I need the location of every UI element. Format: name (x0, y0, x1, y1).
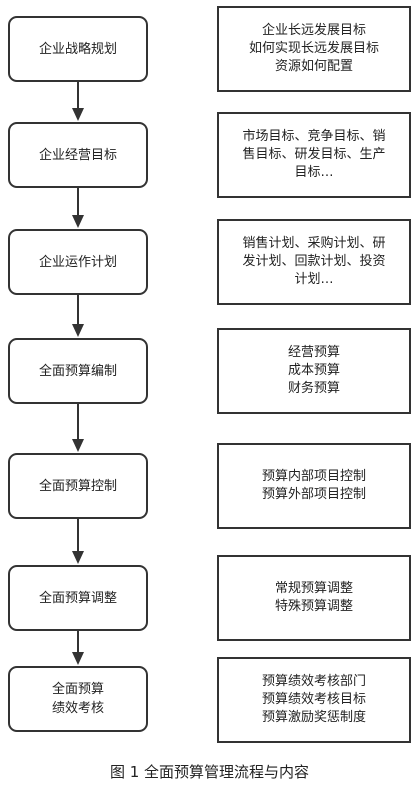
detail-text: 市场目标、竞争目标、销 售目标、研发目标、生产 目标… (242, 129, 386, 180)
detail-text: 企业长远发展目标 如何实现长远发展目标 资源如何配置 (248, 23, 379, 74)
detail-text: 常规预算调整 特殊预算调整 (274, 581, 353, 614)
detail-box-operation-plan: 销售计划、采购计划、研 发计划、回款计划、投资 计划… (217, 219, 411, 305)
flow-step-label: 企业经营目标 (38, 147, 117, 163)
figure-caption: 图 1 全面预算管理流程与内容 (109, 763, 310, 781)
arrow-4 (72, 404, 84, 452)
detail-text: 经营预算 成本预算 财务预算 (287, 345, 340, 396)
detail-box-business-goals: 市场目标、竞争目标、销 售目标、研发目标、生产 目标… (217, 112, 411, 198)
detail-box-budget-preparation: 经营预算 成本预算 财务预算 (217, 328, 411, 414)
flow-step-label: 企业运作计划 (38, 254, 117, 270)
flow-step-budget-preparation: 全面预算编制 (8, 338, 148, 404)
arrow-3 (72, 295, 84, 337)
flow-step-strategy-planning: 企业战略规划 (8, 16, 148, 82)
arrow-1 (72, 82, 84, 121)
flow-step-label: 全面预算控制 (38, 478, 117, 494)
detail-box-budget-performance: 预算绩效考核部门 预算绩效考核目标 预算激励奖惩制度 (217, 657, 411, 743)
flow-step-label: 全面预算 绩效考核 (51, 682, 104, 716)
arrow-6 (72, 631, 84, 665)
flow-step-budget-adjustment: 全面预算调整 (8, 565, 148, 631)
detail-box-budget-control: 预算内部项目控制 预算外部项目控制 (217, 443, 411, 529)
flow-step-business-goals: 企业经营目标 (8, 122, 148, 188)
flow-step-label: 全面预算调整 (38, 590, 117, 606)
detail-text: 预算内部项目控制 预算外部项目控制 (261, 469, 366, 502)
arrow-2 (72, 188, 84, 228)
detail-box-budget-adjustment: 常规预算调整 特殊预算调整 (217, 555, 411, 641)
flow-step-budget-performance: 全面预算 绩效考核 (8, 666, 148, 732)
detail-text: 销售计划、采购计划、研 发计划、回款计划、投资 计划… (242, 236, 386, 287)
flow-step-label: 全面预算编制 (38, 363, 117, 379)
flow-step-budget-control: 全面预算控制 (8, 453, 148, 519)
detail-box-strategy-planning: 企业长远发展目标 如何实现长远发展目标 资源如何配置 (217, 6, 411, 92)
detail-text: 预算绩效考核部门 预算绩效考核目标 预算激励奖惩制度 (261, 674, 366, 725)
arrow-5 (72, 519, 84, 564)
flow-step-operation-plan: 企业运作计划 (8, 229, 148, 295)
flow-step-label: 企业战略规划 (38, 41, 117, 57)
